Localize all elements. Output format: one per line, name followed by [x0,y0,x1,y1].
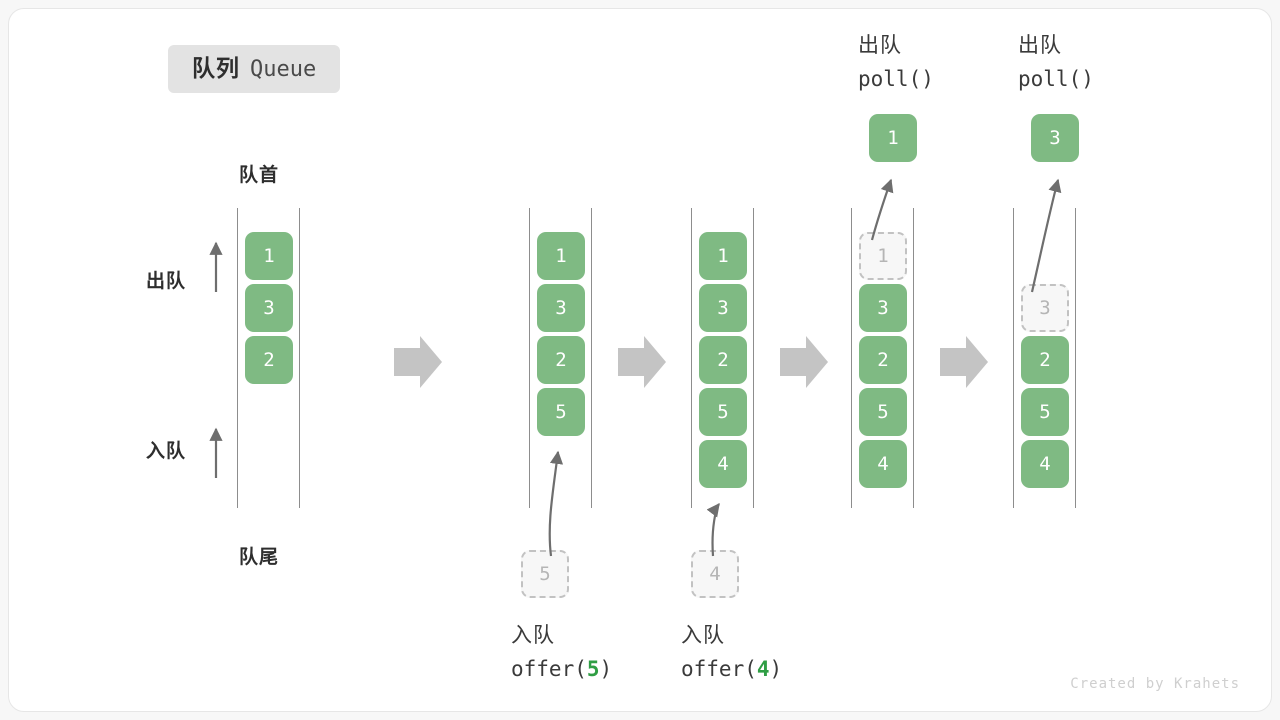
incoming-ghost-item: 5 [521,550,569,598]
queue-item: 5 [859,388,907,436]
code-prefix: offer( [511,656,587,681]
operation-code: offer(5) [511,653,612,686]
operation-label-offer-5: 入队 offer(5) [511,620,612,685]
title-english: Queue [250,57,317,82]
operation-name: 出队 [858,34,902,57]
operation-label-poll-1: 出队 poll() [858,30,934,95]
operation-code: offer(4) [681,653,782,686]
head-label: 队首 [239,165,280,186]
tail-label: 队尾 [239,547,280,568]
code-argument: 5 [586,656,600,681]
queue-column-poll-3: 3 2 5 4 3 [979,0,1109,720]
rail-right [591,208,592,508]
code-suffix: ) [599,656,613,681]
operation-code: poll() [858,66,934,91]
queue-item: 1 [699,232,747,280]
operation-label-offer-4: 入队 offer(4) [681,620,782,685]
queue-item: 1 [245,232,293,280]
queue-item: 5 [699,388,747,436]
code-suffix: ) [769,656,783,681]
rail-left [237,208,238,508]
queue-item: 3 [245,284,293,332]
queue-column-offer-5: 1 3 2 5 5 [495,0,625,720]
queue-item-removed: 1 [859,232,907,280]
code-argument: 4 [756,656,770,681]
rail-right [1075,208,1076,508]
queue-column-poll-1: 1 3 2 5 4 1 [817,0,947,720]
queue-item: 3 [537,284,585,332]
operation-name: 入队 [681,624,725,647]
queue-column-offer-4: 1 3 2 5 4 4 [657,0,787,720]
queue-item: 2 [245,336,293,384]
dequeue-direction-label: 出队 [146,271,187,292]
rail-left [529,208,530,508]
queue-item: 2 [699,336,747,384]
incoming-ghost-item: 4 [691,550,739,598]
queue-item-new: 5 [537,388,585,436]
rail-right [913,208,914,508]
queue-item: 2 [537,336,585,384]
rail-left [691,208,692,508]
queue-item: 5 [1021,388,1069,436]
queue-item-new: 4 [699,440,747,488]
rail-left [1013,208,1014,508]
rail-left [851,208,852,508]
queue-item: 4 [1021,440,1069,488]
queue-item: 1 [537,232,585,280]
rail-right [299,208,300,508]
queue-column-initial: 1 3 2 [203,0,333,720]
code-prefix: offer( [681,656,757,681]
queue-item-removed: 3 [1021,284,1069,332]
credit-text: Created by Krahets [1070,676,1240,692]
operation-name: 出队 [1018,34,1062,57]
queue-item: 2 [859,336,907,384]
operation-name: 入队 [511,624,555,647]
popped-item: 1 [869,114,917,162]
queue-item: 3 [859,284,907,332]
operation-label-poll-3: 出队 poll() [1018,30,1094,95]
diagram-title-badge: 队列 Queue [168,45,341,93]
enqueue-direction-label: 入队 [146,441,187,462]
queue-item: 4 [859,440,907,488]
popped-item: 3 [1031,114,1079,162]
rail-right [753,208,754,508]
operation-code: poll() [1018,66,1094,91]
queue-item: 2 [1021,336,1069,384]
title-chinese: 队列 [192,55,240,81]
queue-item: 3 [699,284,747,332]
